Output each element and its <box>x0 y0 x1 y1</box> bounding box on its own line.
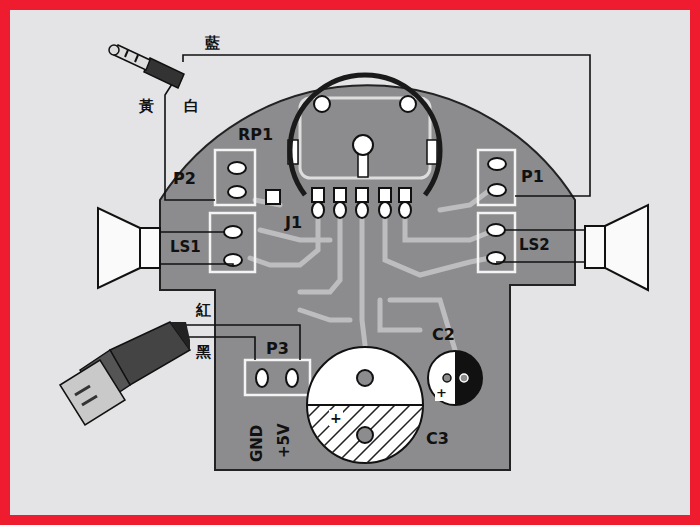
pcb-board <box>160 85 575 470</box>
usb-plug <box>60 322 190 425</box>
paper <box>10 10 690 515</box>
pin-name: GND <box>249 425 266 462</box>
pcb-traces <box>250 190 490 350</box>
capacitor-c2 <box>428 351 482 405</box>
pot-knob-outline <box>290 75 440 195</box>
part-name: P2 <box>173 170 196 188</box>
pad <box>266 190 280 204</box>
polarity-mark: + <box>435 386 448 401</box>
pad <box>357 370 373 386</box>
pad <box>427 140 437 164</box>
part-name: C2 <box>432 326 455 344</box>
pad <box>357 427 373 443</box>
wire-color: 紅 <box>196 302 211 319</box>
wire-color: 黑 <box>196 344 211 361</box>
part-name: P3 <box>266 340 289 358</box>
part-name: RP1 <box>238 126 273 144</box>
part-name: P1 <box>521 168 544 186</box>
pad <box>314 96 330 112</box>
part-name: C3 <box>426 430 449 448</box>
pad <box>353 135 373 155</box>
wire-color: 黃 <box>139 98 154 115</box>
capacitor-hatch <box>290 390 440 475</box>
pin-name: +5V <box>276 423 293 458</box>
capacitor-c2-band <box>455 351 482 405</box>
pad <box>400 96 416 112</box>
wire-color: 藍 <box>205 35 220 52</box>
part-name: LS1 <box>170 239 201 256</box>
part-name: LS2 <box>519 237 550 254</box>
pad <box>443 374 451 382</box>
audio-jack <box>109 45 184 88</box>
part-name: J1 <box>285 214 302 232</box>
j1-pads <box>312 188 411 218</box>
wire-color: 白 <box>184 98 199 115</box>
polarity-mark: + <box>329 410 343 426</box>
wires <box>160 55 590 360</box>
pad <box>460 374 468 382</box>
speaker-symbols <box>98 205 648 290</box>
